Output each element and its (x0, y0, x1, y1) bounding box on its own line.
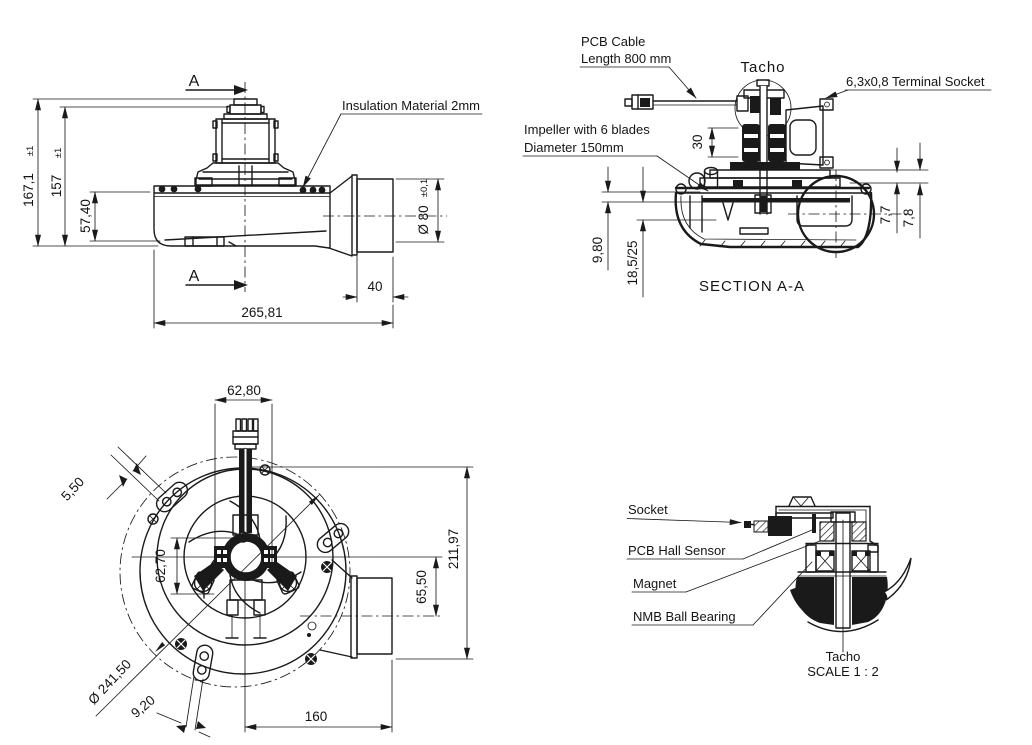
dim-body-height: 157 (49, 175, 64, 198)
dim-outlet-len: 160 (305, 709, 328, 724)
section-dimensions: 30 9,80 18,5/25 7,7 7,8 (590, 127, 929, 298)
side-view: A A (21, 73, 483, 329)
dim-total-height-tol: ±1 (25, 146, 36, 157)
pcb-cable-callout: PCB Cable Length 800 mm (579, 34, 697, 99)
magnet-label: Magnet (633, 576, 677, 591)
dim-flange-len: 40 (367, 279, 382, 294)
motor-side-outline (194, 98, 297, 187)
mounting-tab-1 (155, 481, 189, 513)
tacho-label: Tacho (740, 59, 785, 76)
dim-gap-2: 7,8 (901, 209, 916, 228)
section-letter-bottom: A (189, 268, 200, 285)
impeller-label-1: Impeller with 6 blades (524, 122, 650, 137)
hall-label: PCB Hall Sensor (628, 543, 726, 558)
terminal-socket-label: 6,3x0,8 Terminal Socket (846, 74, 985, 89)
insulation-label: Insulation Material 2mm (342, 98, 480, 113)
insulation-callout: Insulation Material 2mm (302, 98, 483, 188)
section-caption: SECTION A-A (699, 278, 805, 295)
dim-slot-width: 9,20 (128, 692, 158, 720)
detail-view: Socket PCB Hall Sensor Magnet NMB Ball B… (626, 496, 912, 679)
section-view: PCB Cable Length 800 mm Tacho 6,3x0,8 Te… (522, 34, 992, 298)
mounting-tab-3 (192, 644, 214, 682)
pcb-cable-label-2: Length 800 mm (581, 51, 671, 66)
section-letter-top: A (189, 73, 200, 90)
dim-hub: 62,70 (153, 549, 168, 583)
top-view: 62,80 5,50 62,70 211,97 65,50 Ø 241,50 9… (58, 383, 474, 738)
dim-inlet-height: 57,40 (78, 199, 93, 233)
dim-gap-1: 7,7 (878, 206, 893, 225)
bearing-label: NMB Ball Bearing (633, 609, 736, 624)
tacho-detail-drawing (744, 496, 912, 653)
detail-caption-1: Tacho (826, 649, 861, 664)
socket-label: Socket (628, 502, 668, 517)
side-dimensions: 167,1 ±1 157 ±1 57,40 Ø 80 ±0,1 40 265,8… (21, 98, 445, 329)
pcb-cable (624, 94, 749, 112)
impeller-label-2: Diameter 150mm (524, 140, 624, 155)
dim-outlet-dia: Ø 80 (416, 205, 431, 234)
housing-screws (147, 464, 333, 665)
bearing-callout: NMB Ball Bearing (631, 561, 813, 626)
detail-caption-2: SCALE 1 : 2 (807, 664, 879, 679)
motor-mount-section (688, 162, 841, 190)
housing-section (674, 170, 908, 258)
dim-motor-height: 30 (690, 134, 705, 149)
dim-outlet-dia-tol: ±0,1 (419, 179, 430, 197)
dim-total-height: 167,1 (21, 173, 36, 207)
outlet-duct-top (300, 559, 442, 659)
motor-section (742, 124, 786, 162)
dim-overall: 211,97 (446, 529, 461, 569)
hall-callout: PCB Hall Sensor (626, 529, 813, 560)
dim-depth-2: 18,5/25 (625, 240, 640, 285)
magnet-callout: Magnet (631, 540, 821, 593)
pcb-cable-label-1: PCB Cable (581, 34, 645, 49)
terminal-socket (785, 98, 834, 169)
dim-body-height-tol: ±1 (53, 148, 64, 159)
dim-overall-len: 265,81 (241, 305, 282, 320)
phantom-circle (119, 456, 351, 688)
dim-depth-1: 9,80 (590, 237, 605, 263)
dim-slot-thickness: 5,50 (58, 474, 87, 503)
impeller-callout: Impeller with 6 blades Diameter 150mm (522, 122, 709, 192)
dim-ring-dia: Ø 241,50 (85, 657, 134, 708)
dim-outlet-offset: 65,50 (414, 570, 429, 604)
mounting-tab-2 (316, 522, 350, 554)
terminal-socket-callout: 6,3x0,8 Terminal Socket (825, 74, 992, 99)
section-cut-marker-top: A (185, 73, 248, 95)
socket-callout: Socket (626, 502, 742, 526)
dim-cable-width: 62,80 (227, 383, 261, 398)
cable-connector-top (232, 418, 259, 533)
housing-side-outline (153, 174, 447, 257)
section-cut-marker-bottom: A (185, 268, 248, 290)
motor-bracket-top (191, 514, 300, 639)
